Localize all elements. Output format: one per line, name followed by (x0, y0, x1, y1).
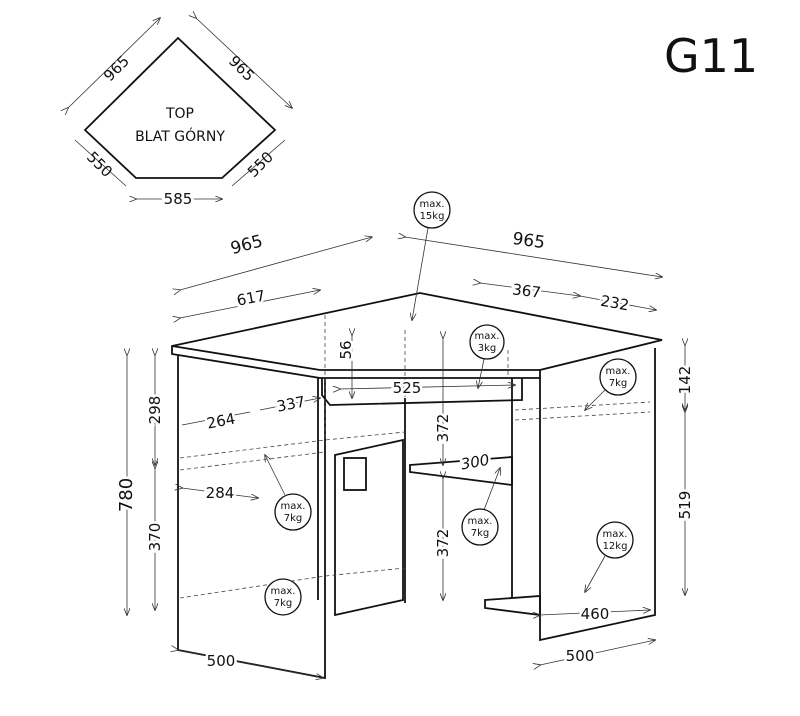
load-value: 7kg (284, 513, 303, 524)
dim-525: 525 (393, 379, 422, 397)
load-label: max. (603, 529, 628, 540)
top-dim-left-side: 550 (83, 148, 116, 181)
dimension-lines (127, 237, 685, 678)
load-value: 15kg (420, 211, 445, 222)
dimension-labels: 965 965 617 367 232 56 525 298 370 780 2… (114, 226, 697, 672)
top-dim-front: 585 (164, 190, 193, 208)
load-value: 7kg (471, 528, 490, 539)
load-value: 12kg (603, 541, 628, 552)
dim-width-right: 965 (511, 229, 546, 253)
top-sublabel: BLAT GÓRNY (135, 127, 225, 145)
dim-width-left: 965 (228, 231, 265, 259)
dim-372-lower: 372 (434, 529, 452, 558)
dim-367: 367 (511, 280, 542, 301)
top-label: TOP (165, 106, 194, 122)
load-badge-7kg-bottom: max. 7kg (264, 578, 302, 616)
bottom-right-shelf (484, 595, 541, 617)
dim-372-upper: 372 (434, 414, 452, 443)
dim-500-left: 500 (207, 652, 236, 670)
load-badge-3kg: max. 3kg (469, 324, 505, 360)
door[interactable] (334, 438, 404, 617)
model-title: G11 (664, 29, 758, 83)
dim-298: 298 (146, 396, 164, 425)
desk-body (171, 292, 663, 680)
top-view: TOP BLAT GÓRNY 965 965 550 550 585 (68, 18, 292, 211)
load-badge-12kg: max. 12kg (596, 521, 634, 559)
load-badge-7kg-right: max. 7kg (599, 358, 637, 396)
dim-56: 56 (337, 340, 355, 359)
dim-617: 617 (235, 287, 267, 310)
dim-519: 519 (676, 491, 694, 520)
load-label: max. (468, 516, 493, 527)
load-callouts: max. 15kg max. 3kg max. 7kg max. 7kg max… (264, 191, 637, 616)
top-dim-left: 965 (100, 52, 133, 85)
top-outline (83, 36, 277, 179)
dim-264: 264 (205, 410, 237, 433)
dim-142: 142 (676, 366, 694, 395)
door-handle[interactable] (343, 457, 367, 491)
dim-284: 284 (206, 484, 235, 502)
top-dim-right: 965 (225, 52, 258, 85)
load-badge-7kg-left: max. 7kg (274, 493, 312, 531)
load-label: max. (420, 199, 445, 210)
desktop (171, 292, 663, 379)
dim-780: 780 (116, 478, 137, 512)
load-label: max. (271, 586, 296, 597)
dim-300: 300 (459, 451, 490, 474)
load-label: max. (475, 331, 500, 342)
load-badge-15kg: max. 15kg (413, 191, 451, 229)
load-value: 7kg (274, 598, 293, 609)
load-badge-7kg-center: max. 7kg (461, 508, 499, 546)
load-value: 7kg (609, 378, 628, 389)
dim-460: 460 (581, 605, 610, 623)
load-label: max. (606, 366, 631, 377)
dim-232: 232 (599, 292, 630, 315)
load-value: 3kg (478, 343, 497, 354)
center-shelf (409, 456, 513, 487)
dim-500-right: 500 (566, 647, 595, 665)
dim-370: 370 (146, 523, 164, 552)
dim-337: 337 (275, 393, 307, 416)
load-label: max. (281, 501, 306, 512)
